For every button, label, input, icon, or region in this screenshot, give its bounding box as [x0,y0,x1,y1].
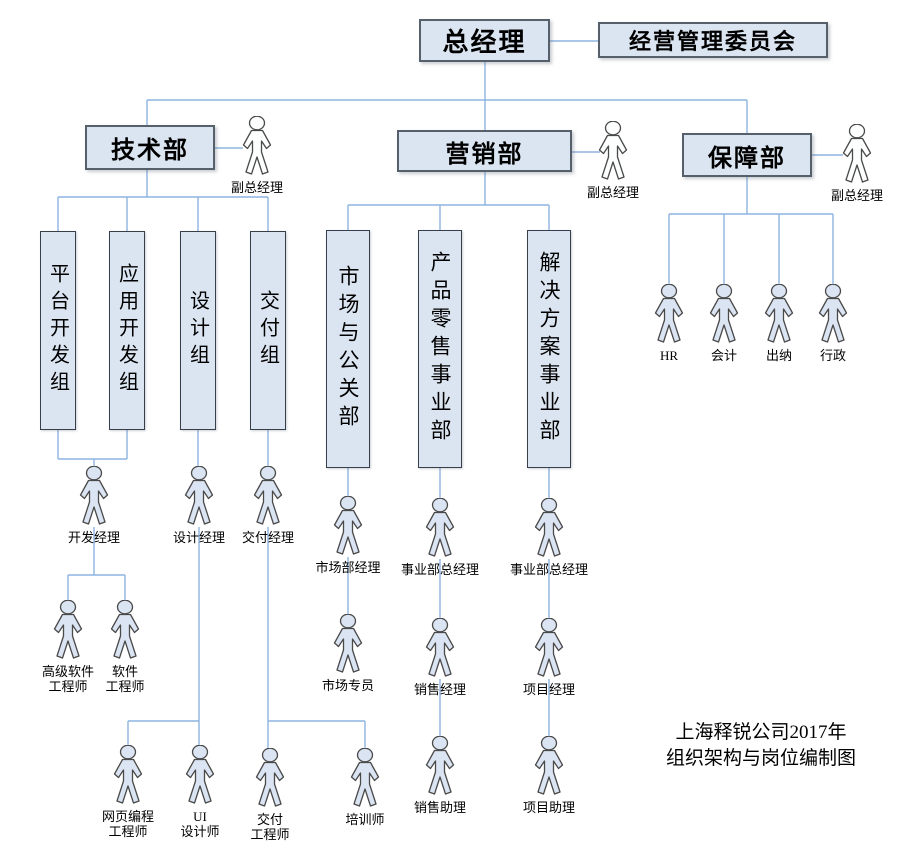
person-icon [425,617,455,677]
person-icon [242,115,272,175]
ui-designer-label: UI 设计师 [180,809,220,839]
project-manager-label: 项目经理 [522,682,575,697]
person-web-programmer [111,744,145,807]
person-icon [113,744,143,804]
person-icon [654,283,684,343]
dev-manager-label: 开发经理 [67,530,120,545]
person-bu-gm-solution [532,497,566,560]
person-sales-assistant [423,735,457,798]
box-dept-product-retail: 产品零售事业部 [418,230,462,468]
person-project-manager [532,617,566,680]
delivery-manager-label: 交付经理 [241,530,294,545]
box-group-platform-dev: 平台开发组 [40,231,76,430]
person-admin [816,283,850,346]
person-icon [255,747,285,807]
software-engineer-label: 软件 工程师 [105,664,145,694]
market-specialist-label: 市场专员 [321,678,374,693]
person-cashier [762,283,796,346]
person-icon [534,617,564,677]
person-icon [425,497,455,557]
person-icon [425,735,455,795]
person-icon [185,744,215,804]
person-sales-manager [423,617,457,680]
person-icon [598,120,628,180]
person-senior-software-engineer [51,599,85,662]
deputy-gm-support-label: 副总经理 [830,188,883,203]
caption-line1: 上海释锐公司2017年 [675,722,847,743]
person-bu-gm-retail [423,497,457,560]
person-design-manager [182,465,216,528]
person-market-dept-manager [331,495,365,558]
person-icon [350,747,380,807]
delivery-engineer-label: 交付 工程师 [250,812,290,842]
person-delivery-manager [251,465,285,528]
market-dept-manager-label: 市场部经理 [315,560,381,575]
box-dept-solution: 解决方案事业部 [527,230,571,468]
deputy-gm-marketing-label: 副总经理 [586,185,639,200]
deputy-gm-tech-label: 副总经理 [230,180,283,195]
accountant-label: 会计 [710,348,737,363]
person-icon [253,465,283,525]
design-manager-label: 设计经理 [172,530,225,545]
person-icon [333,495,363,555]
person-icon [184,465,214,525]
person-icon [534,497,564,557]
person-deputy-gm-tech [240,115,274,178]
person-icon [709,283,739,343]
project-assistant-label: 项目助理 [522,800,575,815]
person-icon [534,735,564,795]
person-accountant [707,283,741,346]
person-project-assistant [532,735,566,798]
person-ui-designer [183,744,217,807]
person-icon [818,283,848,343]
box-dept-marketing: 营销部 [397,130,572,172]
box-group-app-dev: 应用开发组 [109,231,145,430]
person-delivery-engineer [253,747,287,810]
box-dept-support: 保障部 [682,133,812,177]
bu-gm-solution-label: 事业部总经理 [509,562,588,577]
box-dept-tech: 技术部 [85,125,215,170]
box-group-design: 设计组 [180,231,216,430]
person-trainer [348,747,382,810]
box-gm: 总经理 [419,19,550,62]
sales-manager-label: 销售经理 [413,682,466,697]
person-dev-manager [77,465,111,528]
bu-gm-retail-label: 事业部总经理 [400,562,479,577]
admin-label: 行政 [819,348,846,363]
box-dept-market-pr: 市场与公关部 [326,230,370,468]
trainer-label: 培训师 [345,812,385,827]
person-market-specialist [331,613,365,676]
cashier-label: 出纳 [765,348,792,363]
box-committee: 经营管理委员会 [598,22,828,58]
person-icon [333,613,363,673]
person-icon [79,465,109,525]
web-programmer-label: 网页编程 工程师 [101,809,154,839]
person-deputy-gm-support [840,123,874,186]
person-icon [842,123,872,183]
person-icon [764,283,794,343]
person-icon [110,599,140,659]
person-software-engineer [108,599,142,662]
box-group-delivery: 交付组 [250,231,286,430]
person-icon [53,599,83,659]
caption-line2: 组织架构与岗位编制图 [665,748,856,769]
sales-assistant-label: 销售助理 [413,800,466,815]
senior-software-engineer-label: 高级软件 工程师 [41,664,94,694]
person-hr [652,283,686,346]
chart-caption: 上海释锐公司2017年 组织架构与岗位编制图 [636,720,886,772]
hr-label: HR [659,348,679,363]
person-deputy-gm-marketing [596,120,630,183]
